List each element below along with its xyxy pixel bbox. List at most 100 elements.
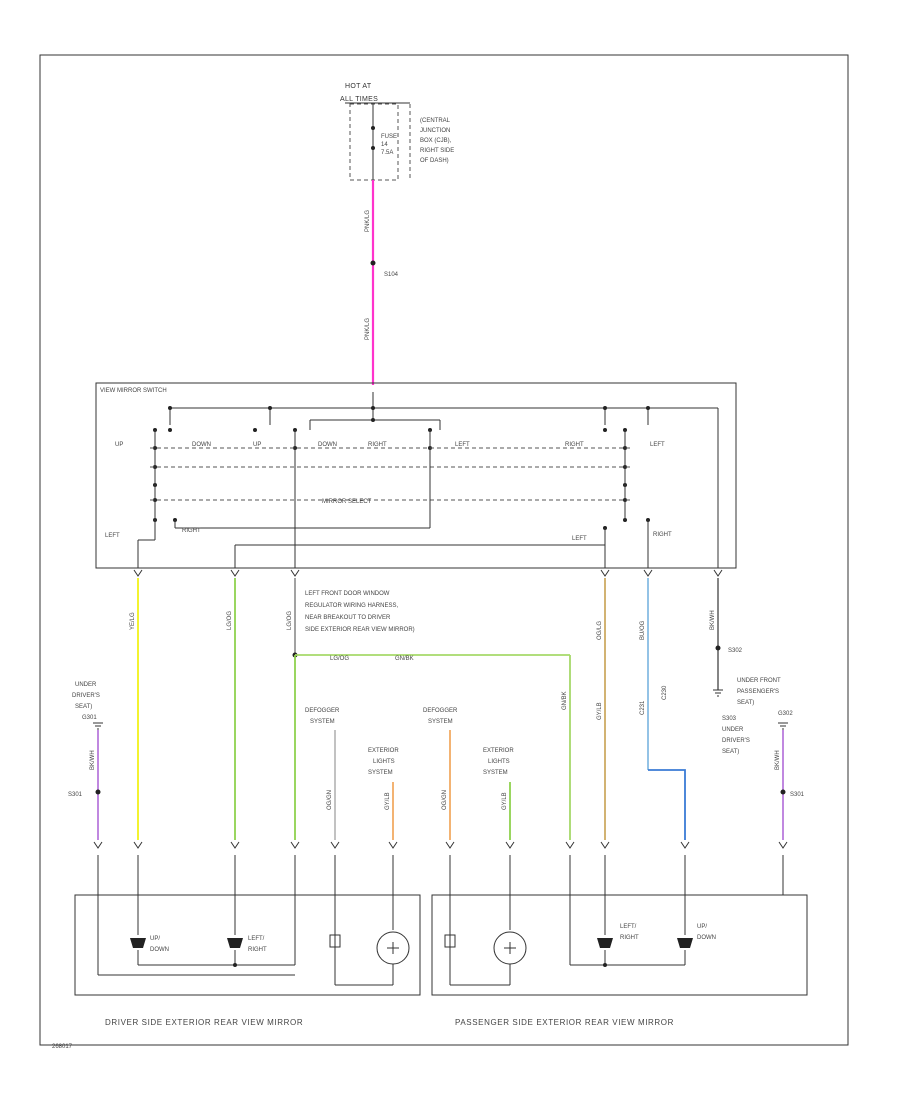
subsystems: DEFOGGER SYSTEM OG/GN EXTERIOR LIGHTS SY…: [305, 708, 514, 840]
harness-note: LEFT FRONT DOOR WINDOW REGULATOR WIRING …: [305, 591, 415, 633]
c231-label: C231: [640, 700, 646, 715]
defogger-2-a: DEFOGGER: [423, 708, 458, 714]
under-driver-4: SEAT): [722, 749, 739, 755]
switch-left-lower: LEFT: [105, 533, 120, 539]
s301-left-label: S301: [68, 792, 83, 798]
ext-1-wire: GY/LB: [385, 792, 391, 810]
ext-2-a: EXTERIOR: [483, 748, 514, 754]
switch-left-lower-2: LEFT: [572, 536, 587, 542]
s301-right-label: S301: [790, 792, 805, 798]
ground-left-label-3: SEAT): [75, 704, 92, 710]
fuse-note-4: RIGHT SIDE: [420, 148, 454, 154]
switch-right-2: RIGHT: [565, 442, 584, 448]
switch-connectors: [133, 569, 723, 577]
defogger-2-wire: OG/GN: [442, 790, 448, 810]
passenger-lr-1: LEFT/: [620, 924, 637, 930]
switch-down-1: DOWN: [192, 442, 211, 448]
ground-left-label-2: DRIVER'S: [72, 693, 100, 699]
driver-updown-2: DOWN: [150, 947, 169, 953]
defogger-1-a: DEFOGGER: [305, 708, 340, 714]
mirror-connectors: [93, 841, 788, 849]
blue-wire-label: BU/OG: [640, 620, 646, 640]
diagram-frame: [39, 54, 849, 1046]
passenger-lr-2: RIGHT: [620, 935, 639, 941]
passenger-mirror-box: [431, 894, 808, 996]
driver-lr-2: RIGHT: [248, 947, 267, 953]
driver-updown-1: UP/: [150, 936, 160, 942]
fuse-note-1: (CENTRAL: [420, 118, 451, 124]
ground-right-label-3: SEAT): [737, 700, 754, 706]
ground-right-label-2: PASSENGER'S: [737, 689, 779, 695]
fuse-box: [349, 103, 399, 181]
driver-updown-motor: [130, 938, 146, 948]
fuse-label-a: FUSE: [381, 134, 397, 140]
green-horizontal-label: LG/OG: [330, 656, 349, 662]
driver-defog-element: [329, 934, 341, 948]
ground-right-label-1: UNDER FRONT: [737, 678, 781, 684]
green-wire-label-1: LG/OG: [227, 611, 233, 630]
fuse-label-c: 7.5A: [381, 150, 393, 156]
ground-right-id: G302: [778, 711, 793, 717]
green-passenger-label: GN/BK: [562, 691, 568, 710]
passenger-mirror: LEFT/ RIGHT UP/ DOWN PASSENGER SIDE EXTE…: [431, 855, 808, 1027]
fuse-note-2: JUNCTION: [420, 128, 450, 134]
black-wire-passenger-label: BK/WH: [775, 750, 781, 770]
switch-right-lower-2: RIGHT: [653, 532, 672, 538]
harness-note-2: REGULATOR WIRING HARNESS,: [305, 603, 398, 609]
black-wire-right-label: BK/WH: [710, 610, 716, 630]
driver-lr-1: LEFT/: [248, 936, 265, 942]
switch-left-2: LEFT: [650, 442, 665, 448]
ext-2-c: SYSTEM: [483, 770, 508, 776]
fuse-note-3: BOX (CJB),: [420, 138, 452, 144]
driver-mirror-box: [74, 894, 421, 996]
switch-right-1: RIGHT: [368, 442, 387, 448]
pink-wire-label-top: PNK/LG: [365, 210, 371, 232]
harness-note-3: NEAR BREAKOUT TO DRIVER: [305, 615, 391, 621]
green-wire-label-2: LG/OG: [287, 611, 293, 630]
driver-mirror: UP/ DOWN LEFT/ RIGHT DRIVER SIDE EXTERIO…: [74, 855, 421, 1027]
gy-wire-label: GY/LB: [597, 702, 603, 720]
ext-1-a: EXTERIOR: [368, 748, 399, 754]
defogger-1-wire: OG/GN: [327, 790, 333, 810]
under-driver-2: UNDER: [722, 727, 744, 733]
ground-left: UNDER DRIVER'S SEAT) G301 S301 BK/WH: [68, 682, 103, 840]
mirror-select-label: MIRROR SELECT: [322, 499, 372, 505]
switch-box: [95, 382, 737, 569]
og-wire-label: OG/LG: [597, 621, 603, 640]
ground-right: UNDER FRONT PASSENGER'S SEAT) G302 S301 …: [713, 678, 805, 840]
switch-title: VIEW MIRROR SWITCH: [100, 388, 167, 394]
passenger-updown-1: UP/: [697, 924, 707, 930]
switch-left-1: LEFT: [455, 442, 470, 448]
splice-s104: [370, 260, 376, 266]
s302-label: S302: [728, 648, 743, 654]
ground-left-label-1: UNDER: [75, 682, 97, 688]
under-driver-3: DRIVER'S: [722, 738, 750, 744]
ground-left-id: G301: [82, 715, 97, 721]
under-driver-1: S303: [722, 716, 737, 722]
ext-1-c: SYSTEM: [368, 770, 393, 776]
black-wire-left-label: BK/WH: [90, 750, 96, 770]
hot-label-2: ALL TIMES: [340, 96, 378, 103]
defogger-1-b: SYSTEM: [310, 719, 335, 725]
passenger-mirror-caption: PASSENGER SIDE EXTERIOR REAR VIEW MIRROR: [455, 1018, 674, 1027]
harness-note-4: SIDE EXTERIOR REAR VIEW MIRROR): [305, 627, 415, 633]
ext-1-b: LIGHTS: [373, 759, 395, 765]
fuse-note-5: OF DASH): [420, 158, 449, 164]
driver-leftright-motor: [227, 938, 243, 948]
diagram-code: 268017: [52, 1044, 73, 1050]
ext-2-wire: GY/LB: [502, 792, 508, 810]
harness-note-1: LEFT FRONT DOOR WINDOW: [305, 591, 390, 597]
switch-right-lower: RIGHT: [182, 528, 201, 534]
defogger-2-b: SYSTEM: [428, 719, 453, 725]
passenger-leftright-motor: [597, 938, 613, 948]
pink-wire-label-bottom: PNK/LG: [365, 318, 371, 340]
passenger-updown-2: DOWN: [697, 935, 716, 941]
passenger-defog-element: [444, 934, 456, 948]
fuse-label-b: 14: [381, 142, 388, 148]
switch-down-2: DOWN: [318, 442, 337, 448]
colored-wires: YE/LG LG/OG LG/OG LG/OG GN/BK GN/BK OG/L…: [130, 578, 743, 840]
pink-feed-wire: PNK/LG S104 PNK/LG: [365, 180, 399, 385]
switch-up-2: UP: [253, 442, 261, 448]
switch-up-1: UP: [115, 442, 123, 448]
